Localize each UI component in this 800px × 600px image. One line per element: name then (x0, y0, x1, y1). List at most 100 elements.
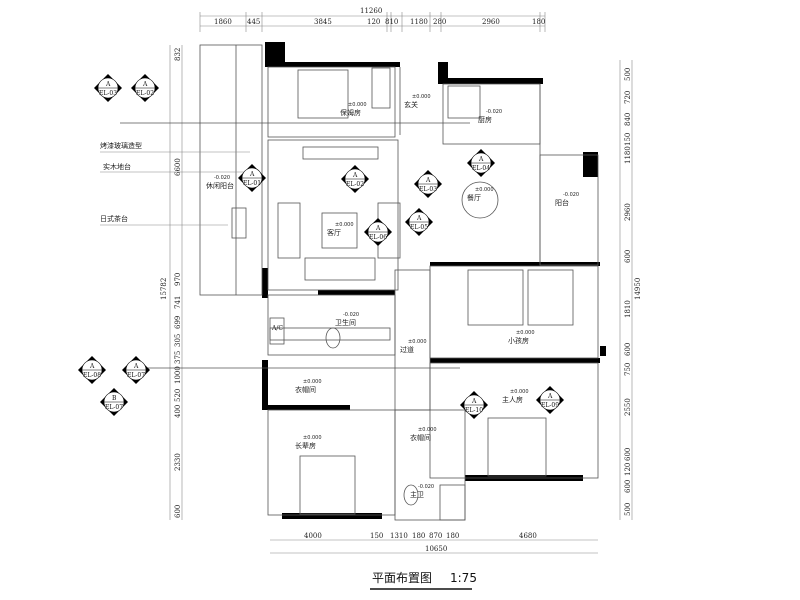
dim-top-label: 280 (433, 18, 446, 26)
tea-table (231, 207, 247, 239)
note-platform: 实木地台 (103, 162, 131, 171)
room-label: 主卫 (410, 490, 424, 499)
tag-code: EL-07 (127, 372, 145, 379)
tag-code: EL-04 (472, 165, 490, 172)
tag-code: EL-03 (99, 90, 117, 97)
console (302, 146, 379, 160)
room-label: 餐厅 (467, 193, 481, 202)
dim-left-label: 741 (174, 296, 182, 309)
annotations: 烤漆玻璃造型 实木地台 日式茶台 A/C (100, 122, 470, 369)
room-label: 过道 (400, 345, 414, 354)
room-level: -0.020 (214, 175, 230, 181)
tag-letter: A (142, 81, 148, 88)
room-level: -0.020 (563, 192, 579, 198)
room-label: 保姆房 (340, 108, 361, 117)
dim-left-label: 305 (174, 334, 182, 347)
tag-code: EL-06 (369, 234, 387, 241)
elevation-tag: AEL-09 (536, 386, 564, 414)
dim-left-label: 375 (174, 351, 182, 364)
tag-letter: B (112, 395, 117, 402)
dim-left-label: 832 (174, 48, 182, 61)
toilet-1 (325, 327, 341, 349)
elevation-tag: AEL-10 (460, 391, 488, 419)
dim-top-label: 445 (247, 18, 260, 26)
tag-code: EL-02 (136, 90, 154, 97)
shower (439, 484, 466, 521)
sofa-left (277, 202, 301, 259)
dim-right-label: 840 (624, 113, 632, 126)
dim-bottom-label: 180 (412, 532, 425, 540)
dim-top-label: 2960 (482, 18, 500, 26)
room-level: ±0.000 (303, 379, 322, 385)
note-tea-table: 日式茶台 (100, 214, 128, 223)
room-level: ±0.000 (408, 339, 427, 345)
room-level: -0.020 (418, 484, 434, 490)
elevation-tag: AEL-03 (94, 74, 122, 102)
note-glass: 烤漆玻璃造型 (100, 141, 142, 150)
tag-letter: A (478, 156, 484, 163)
dim-bottom-label: 4000 (304, 532, 322, 540)
room-level: ±0.000 (412, 94, 431, 100)
stove (447, 85, 481, 119)
room-label: 休闲阳台 (206, 181, 234, 190)
dim-right-label: 500 (624, 68, 632, 81)
dining-table (461, 181, 499, 219)
elevation-tag: AEL-06 (364, 218, 392, 246)
tag-letter: A (89, 363, 95, 370)
dim-left-label: 600 (174, 505, 182, 518)
elevation-tag: A EL-02 (131, 74, 159, 102)
dim-top-total: 11260 (360, 7, 382, 15)
elevation-tag: A EL-03 (414, 170, 442, 198)
elevation-tag: AEL-07 (122, 356, 150, 384)
tag-letter: A (352, 172, 358, 179)
dim-right-label: 2550 (624, 398, 632, 416)
room-label: 衣帽间 (410, 433, 431, 442)
elevation-tag: B EL-07 (100, 388, 128, 416)
tag-letter: A (471, 398, 477, 405)
wall-outlines (199, 44, 599, 521)
dim-bottom-label: 180 (446, 532, 459, 540)
title-text: 平面布置图 (372, 571, 432, 585)
dim-right-label: 600 (624, 343, 632, 356)
dim-right-label: 120 (624, 463, 632, 476)
dim-left-label: 2330 (174, 453, 182, 471)
dim-right-label: 600 (624, 448, 632, 461)
tag-code: EL-03 (419, 186, 437, 193)
room-label: 衣帽间 (295, 385, 316, 394)
dim-right-label: 2960 (624, 203, 632, 221)
room-level: ±0.000 (348, 102, 367, 108)
room-label: 玄关 (404, 100, 418, 109)
dim-top-label: 120 (367, 18, 380, 26)
dim-right-label: 600 (624, 480, 632, 493)
room-level: ±0.000 (303, 435, 322, 441)
tag-letter: A (416, 215, 422, 222)
dim-left-total: 15782 (160, 278, 168, 300)
room-label: 小孩房 (508, 336, 529, 345)
tag-letter: A (249, 171, 255, 178)
dim-left-label: 970 (174, 273, 182, 286)
room-level: ±0.000 (516, 330, 535, 336)
elevation-tag: AEL-01 (238, 164, 266, 192)
tag-letter: A (425, 177, 431, 184)
dim-right-label: 750 (624, 363, 632, 376)
room-level: ±0.000 (510, 389, 529, 395)
tag-code: EL-07 (105, 404, 123, 411)
dim-top-label: 3845 (314, 18, 332, 26)
bed-elder (299, 455, 356, 515)
dim-bottom-label: 870 (429, 532, 442, 540)
dim-bottom-total: 10650 (425, 545, 447, 553)
furniture (231, 67, 574, 521)
dim-bottom-label: 1310 (390, 532, 408, 540)
room-label: 长辈房 (295, 441, 316, 450)
dim-right-label: 1810 (624, 300, 632, 318)
dim-top-label: 180 (532, 18, 545, 26)
right-dimensions: 14950 5007208401501180296060018106007502… (619, 60, 642, 520)
dim-right-label: 150 (624, 133, 632, 146)
tag-code: EL-05 (410, 224, 428, 231)
tag-letter: A (547, 393, 553, 400)
room-label: 厨房 (478, 115, 492, 124)
tv-cabinet (304, 257, 376, 281)
drawing-title: 平面布置图 1:75 (370, 571, 477, 590)
